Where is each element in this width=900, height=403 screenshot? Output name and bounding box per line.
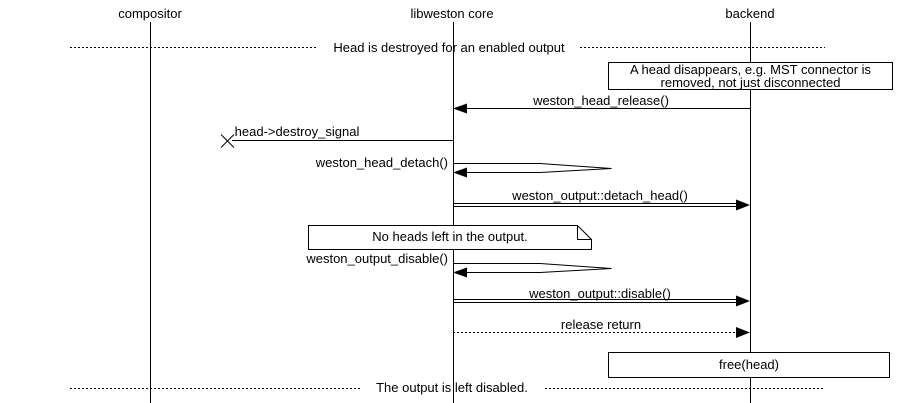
message-label-weston-output-disable-call: weston_output::disable() <box>529 286 671 301</box>
arrowhead-left-weston-head-release <box>453 103 467 114</box>
arrowhead-right-release-return <box>736 327 750 338</box>
message-label-head-destroy-signal: head->destroy_signal <box>234 124 360 139</box>
lost-x-marker <box>220 134 235 148</box>
arrowhead-right-disable <box>736 295 750 307</box>
message-label-weston-output-disable: weston_output_disable() <box>306 251 448 266</box>
participant-label-compositor: compositor <box>118 6 182 21</box>
arrowhead-self-weston-head-detach <box>453 167 467 178</box>
action-box-head-disappears-line1: A head disappears, e.g. MST connector is <box>629 62 872 77</box>
action-box-free-head-text: free(head) <box>719 357 779 372</box>
action-box-head-disappears-line2: removed, not just disconnected <box>660 75 841 90</box>
action-box-head-disappears-text: A head disappears, e.g. MST connector is… <box>608 63 893 89</box>
participant-label-libweston-core: libweston core <box>410 6 494 21</box>
note-fold-corner <box>577 225 592 240</box>
self-loop-weston-head-detach <box>453 163 612 173</box>
message-label-weston-head-detach: weston_head_detach() <box>315 155 448 170</box>
divider-label-bottom: The output is left disabled. <box>376 380 528 395</box>
arrowhead-right-detach-head <box>736 199 750 211</box>
message-label-weston-head-release: weston_head_release() <box>533 93 669 108</box>
action-box-free-head <box>608 352 890 378</box>
divider-label-top: Head is destroyed for an enabled output <box>333 40 565 55</box>
action-box-head-disappears <box>608 62 893 90</box>
participant-label-backend: backend <box>725 6 775 21</box>
note-text-no-heads-left: No heads left in the output. <box>372 229 528 244</box>
note-box-no-heads-left <box>308 225 592 250</box>
self-loop-weston-output-disable <box>453 263 612 273</box>
arrowhead-self-weston-output-disable <box>453 267 467 278</box>
message-label-release-return: release return <box>560 317 642 332</box>
message-label-weston-output-detach-head: weston_output::detach_head() <box>512 188 688 203</box>
